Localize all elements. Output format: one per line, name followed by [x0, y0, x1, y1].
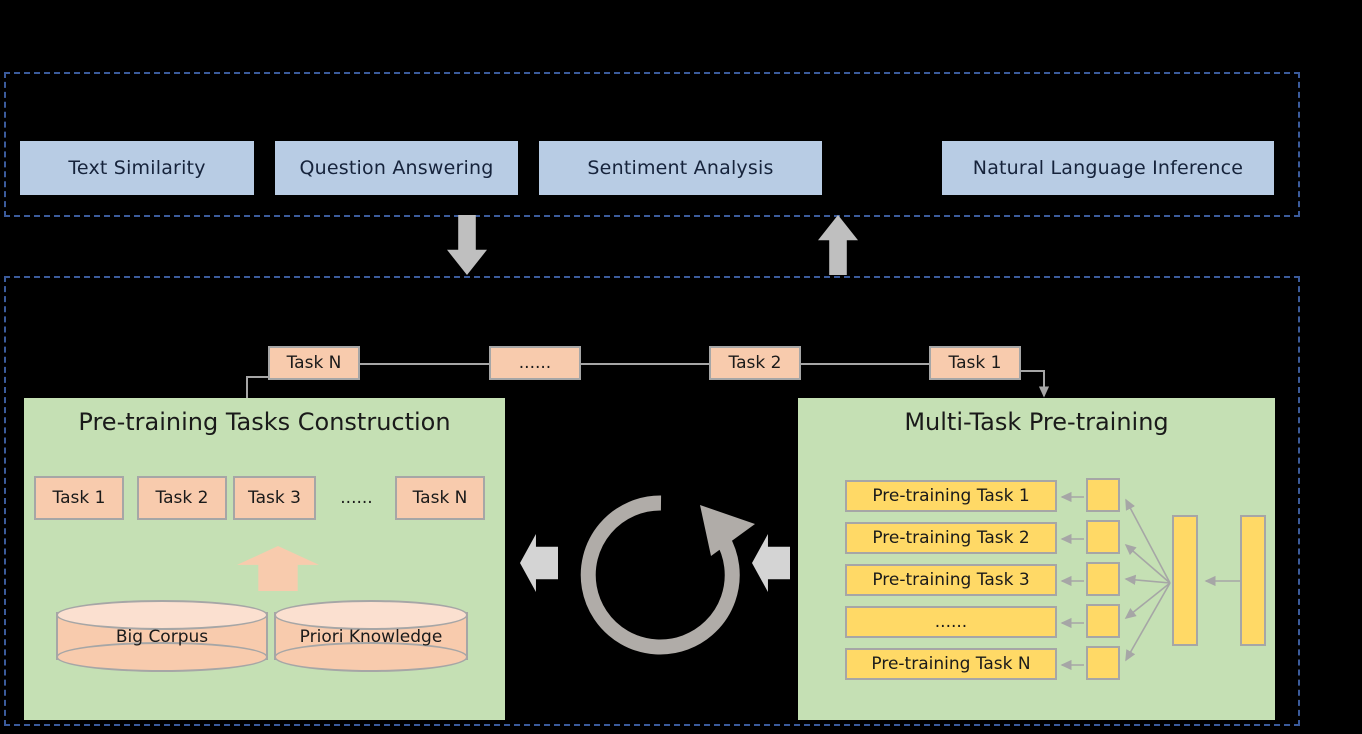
- left-task-n[interactable]: Task N: [395, 476, 485, 520]
- task-head-4[interactable]: [1086, 604, 1120, 638]
- pretraining-task-2[interactable]: Pre-training Task 2: [845, 522, 1057, 554]
- right-panel-title: Multi-Task Pre-training: [904, 408, 1169, 436]
- source-big-corpus-label: Big Corpus: [115, 627, 209, 647]
- left-task-3[interactable]: Task 3: [233, 476, 316, 520]
- pretraining-task-n[interactable]: Pre-training Task N: [845, 648, 1057, 680]
- left-panel: Pre-training Tasks Construction Task 1 T…: [24, 398, 505, 720]
- task-head-2[interactable]: [1086, 520, 1120, 554]
- pretraining-container: [4, 276, 1300, 726]
- task-head-1[interactable]: [1086, 478, 1120, 512]
- right-panel: Multi-Task Pre-training Pre-training Tas…: [798, 398, 1275, 720]
- downstream-task-text-similarity[interactable]: Text Similarity: [20, 141, 254, 195]
- chain-connector-n-to-dots: [360, 363, 492, 365]
- downstream-tasks-container: [4, 72, 1300, 217]
- source-priori-knowledge-label: Priori Knowledge: [299, 627, 443, 647]
- chain-connector-left-stub: [246, 376, 270, 378]
- encoder-bar-2[interactable]: [1240, 515, 1266, 646]
- left-task-ellipsis: ......: [340, 488, 373, 508]
- chain-connector-left-drop: [246, 376, 248, 400]
- pretraining-task-ellipsis[interactable]: ......: [845, 606, 1057, 638]
- chain-item-dots[interactable]: ......: [489, 346, 581, 380]
- pretraining-task-3[interactable]: Pre-training Task 3: [845, 564, 1057, 596]
- left-panel-title: Pre-training Tasks Construction: [78, 408, 451, 436]
- chain-connector-right-drop: [1043, 370, 1045, 392]
- chain-connector-dots-to-2: [580, 363, 710, 365]
- left-task-2[interactable]: Task 2: [137, 476, 227, 520]
- task-head-5[interactable]: [1086, 646, 1120, 680]
- chain-item-task-n[interactable]: Task N: [268, 346, 360, 380]
- arrow-up-icon: [818, 215, 858, 275]
- encoder-bar-1[interactable]: [1172, 515, 1198, 646]
- task-head-3[interactable]: [1086, 562, 1120, 596]
- arrow-up-icon: [237, 546, 319, 591]
- chain-connector-2-to-1: [800, 363, 932, 365]
- downstream-task-question-answering[interactable]: Question Answering: [275, 141, 518, 195]
- source-priori-knowledge[interactable]: Priori Knowledge: [274, 600, 468, 672]
- pretraining-task-1[interactable]: Pre-training Task 1: [845, 480, 1057, 512]
- downstream-task-natural-language-inference[interactable]: Natural Language Inference: [942, 141, 1274, 195]
- source-big-corpus[interactable]: Big Corpus: [56, 600, 268, 672]
- chain-item-task-1[interactable]: Task 1: [929, 346, 1021, 380]
- chain-connector-right-stub: [1019, 370, 1045, 372]
- chain-item-task-2[interactable]: Task 2: [709, 346, 801, 380]
- downstream-task-sentiment-analysis[interactable]: Sentiment Analysis: [539, 141, 822, 195]
- left-task-1[interactable]: Task 1: [34, 476, 124, 520]
- arrow-down-icon: [447, 215, 487, 275]
